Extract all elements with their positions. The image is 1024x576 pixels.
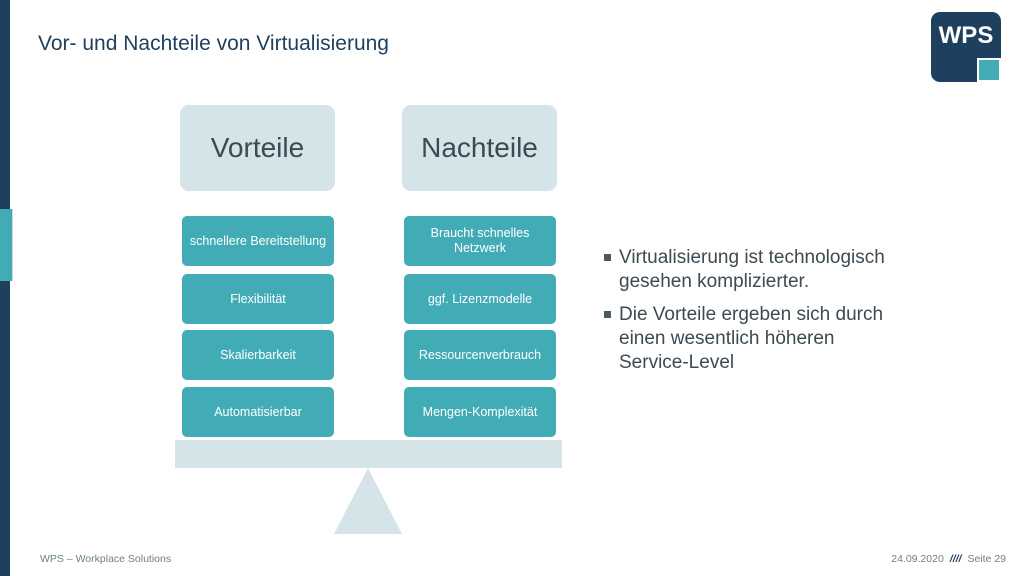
- footer-page-number: Seite 29: [967, 553, 1006, 565]
- vorteil-item: Flexibilität: [182, 274, 334, 324]
- nachteil-item: Braucht schnelles Netzwerk: [404, 216, 556, 266]
- slide-title: Vor- und Nachteile von Virtualisierung: [38, 32, 389, 55]
- bullet-square-icon: [604, 254, 611, 261]
- left-accent-bar: [0, 0, 10, 576]
- balance-beam: [175, 440, 562, 468]
- footer-separator: ////: [949, 553, 962, 565]
- footer-company: WPS – Workplace Solutions: [40, 553, 172, 565]
- vorteile-header: Vorteile: [180, 105, 335, 191]
- bullet-item: Die Vorteile ergeben sich durch einen we…: [604, 303, 894, 375]
- footer-info: 24.09.2020 //// Seite 29: [891, 553, 1006, 565]
- wps-logo: WPS: [931, 12, 1001, 82]
- bullet-text: Virtualisierung ist technologisch gesehe…: [619, 247, 885, 292]
- bullet-square-icon: [604, 311, 611, 318]
- vorteil-item: Skalierbarkeit: [182, 330, 334, 380]
- logo-text: WPS: [939, 22, 994, 49]
- vorteil-item: Automatisierbar: [182, 387, 334, 437]
- bullet-item: Virtualisierung ist technologisch gesehe…: [604, 246, 894, 294]
- nachteile-header: Nachteile: [402, 105, 557, 191]
- nachteil-item: Mengen-Komplexität: [404, 387, 556, 437]
- balance-fulcrum: [334, 468, 402, 534]
- nachteil-item: Ressourcenverbrauch: [404, 330, 556, 380]
- section-marker: [0, 209, 12, 281]
- bullet-text: Die Vorteile ergeben sich durch einen we…: [619, 304, 884, 373]
- section-marker-line: [12, 209, 13, 281]
- bullet-list: Virtualisierung ist technologisch gesehe…: [604, 246, 894, 384]
- footer-date: 24.09.2020: [891, 553, 944, 565]
- nachteil-item: ggf. Lizenzmodelle: [404, 274, 556, 324]
- vorteil-item: schnellere Bereitstellung: [182, 216, 334, 266]
